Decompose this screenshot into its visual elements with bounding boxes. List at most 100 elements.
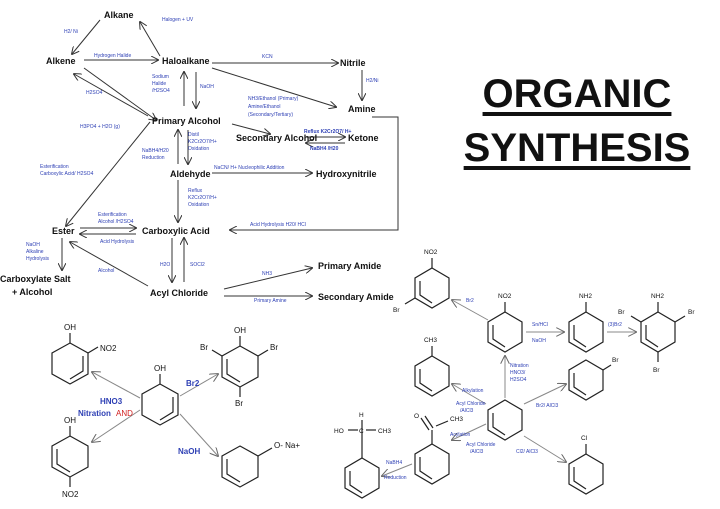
reagent-ester2-2: Alcohol /H2SO4: [98, 219, 134, 225]
reagent-nh3-1: NH3/Ethanol (Primary): [248, 96, 299, 102]
benzene-ketone-ch3: CH3: [450, 416, 463, 423]
benzene-nabh4-2: Reduction: [384, 475, 407, 481]
arrow-acylchloride-ester: [70, 242, 149, 287]
arrow-alkane-alkene: [72, 19, 101, 54]
arrow-phenol-2-nitro: [92, 372, 141, 399]
compound-primary-amide: Primary Amide: [318, 261, 381, 271]
reagent-reflux-ketone: Reflux K2Cr2O7/ H+: [304, 129, 351, 135]
reagent-h2o: H2O: [160, 262, 170, 268]
reagent-reflux-2: K2Cr2O7/H+: [188, 195, 217, 201]
phenol-arrows: [92, 372, 218, 456]
ring-phenylethanol: [344, 457, 380, 499]
benzene-br2: Br2: [466, 298, 474, 304]
compound-ketone: Ketone: [348, 133, 379, 143]
arrow-acylchloride-primary-amide: [223, 268, 312, 290]
benzene-ketone-o: O: [414, 413, 419, 420]
phenol-o-na: O- Na+: [274, 441, 300, 450]
phenol-and: AND: [116, 409, 133, 418]
arrow-nitrile-acid: [230, 116, 399, 230]
compound-amine: Amine: [348, 104, 376, 114]
reagent-reflux-1: Reflux: [188, 188, 203, 194]
reagent-naoh-hyd-1: NaOH: [26, 242, 40, 248]
benzene-acylation-3: /AlCl3: [470, 449, 484, 455]
arrow-alcohol-secondary: [231, 123, 270, 134]
title-line-2: SYNTHESIS: [463, 126, 691, 170]
phenol-no2-1: NO2: [100, 344, 117, 353]
arrow-alcohol-ester: [66, 121, 151, 226]
arrow-alkene-alcohol: [83, 67, 156, 120]
arrow-acetophenone-alcohol: [382, 463, 413, 476]
phenol-naoh: NaOH: [178, 447, 200, 456]
reagent-nh3: NH3: [262, 271, 272, 277]
phenol-reagents: HNO3 Nitration AND Br2 NaOH: [78, 379, 200, 456]
benzene-alkylation-2: Acyl Chloride: [456, 401, 486, 407]
benzene-br-tri-b: Br: [688, 309, 695, 316]
phenol-labels: OH NO2 OH NO2 OH OH Br Br Br O- Na+: [62, 323, 300, 499]
reagent-acid-hydrolysis-nitrile: Acid Hydrolysis H20/ HCl: [250, 222, 306, 228]
compound-hydroxynitrile: Hydroxynitrile: [316, 169, 377, 179]
arrow-benzene-chloro: [523, 435, 566, 462]
compound-ester: Ester: [52, 226, 75, 236]
reagent-nabh4-red-2: Reduction: [142, 155, 165, 161]
benzene-reagents: Br2 Sn/HCl NaOH (3)Br2 Nitration HNO3/ H…: [384, 298, 622, 481]
ring-phenol: [141, 383, 179, 426]
phenol-oh-tribromo: OH: [234, 326, 246, 335]
reagent-distil-2: K2Cr2O7/H+: [188, 139, 217, 145]
reagent-h2so4: H2SO4: [86, 90, 103, 96]
benzene-h: H: [359, 412, 364, 419]
phenol-br2: Br2: [186, 379, 200, 388]
reagent-alcohol: Alcohol: [98, 268, 114, 274]
ring-acetophenone: [414, 443, 450, 485]
reagent-halogen-uv: Halogen + UV: [162, 17, 194, 23]
reagent-esterification-1: Esterification: [40, 164, 69, 170]
benzene-naoh: NaOH: [532, 338, 546, 344]
reagent-h2-ni-2: H2/Ni: [366, 78, 379, 84]
benzene-br2-3: (3)Br2: [608, 322, 622, 328]
aliphatic-reagents: H2/ Ni Halogen + UV Hydrogen Halide KCN …: [26, 17, 379, 304]
phenol-no2-2: NO2: [62, 490, 79, 499]
benzene-alkylation-1: Alkylation: [462, 388, 484, 394]
arrow-haloalkane-amine: [211, 67, 336, 107]
arrow-benzene-acetophenone: [452, 423, 487, 440]
phenol-br-a: Br: [200, 343, 208, 352]
reagent-distil-3: Oxidation: [188, 146, 209, 152]
arrow-phenol-4-nitro: [92, 409, 141, 442]
phenol-nitration: Nitration: [78, 409, 111, 418]
benzene-rings: [344, 258, 686, 499]
benzene-br2-alcl3: Br2/ AlCl3: [536, 403, 558, 409]
reagent-sodium-2: Halide: [152, 81, 166, 87]
reagent-sodium-1: Sodium: [152, 74, 169, 80]
compound-alkane: Alkane: [104, 10, 134, 20]
phenol-hno3: HNO3: [100, 397, 123, 406]
compound-carboxylate-salt: Carboxylate Salt: [0, 274, 71, 284]
aliphatic-compounds: Alkane Alkene Haloalkane Nitrile Amine P…: [0, 10, 394, 302]
ring-aniline: [568, 311, 604, 353]
reagent-nh3-2: Amine/Ethanol: [248, 104, 281, 110]
aliphatic-arrows: [62, 19, 399, 296]
benzene-br-tri-a: Br: [618, 309, 625, 316]
benzene-nh2: NH2: [579, 293, 592, 300]
benzene-br-tri-c: Br: [653, 367, 660, 374]
compound-aldehyde: Aldehyde: [170, 169, 211, 179]
compound-alkene: Alkene: [46, 56, 76, 66]
phenol-oh-center: OH: [154, 364, 166, 373]
phenol-oh-1: OH: [64, 323, 76, 332]
arrow-nitro-bromonitro: [452, 300, 489, 321]
benzene-br-left: Br: [393, 307, 400, 314]
compound-carboxylate-alcohol: + Alcohol: [12, 287, 52, 297]
arrow-phenol-phenoxide: [179, 413, 218, 456]
benzene-nitration-2: HNO3/: [510, 370, 526, 376]
benzene-c: C: [359, 428, 364, 435]
compound-primary-alcohol: Primary Alcohol: [152, 116, 221, 126]
reagent-naoh: NaOH: [200, 84, 214, 90]
reagent-distil-1: Distil: [188, 132, 199, 138]
benzene-cl2-alcl3: Cl2/ AlCl3: [516, 449, 538, 455]
phenol-br-b: Br: [270, 343, 278, 352]
benzene-alkylation-3: /AlCl3: [460, 408, 474, 414]
benzene-nitration-1: Nitration: [510, 363, 529, 369]
benzene-nabh4-1: NaBH4: [386, 460, 402, 466]
compound-haloalkane: Haloalkane: [162, 56, 210, 66]
ring-chlorobenzene: [568, 453, 604, 495]
reagent-nabh4-red-1: NaBH4/H20: [142, 148, 169, 154]
